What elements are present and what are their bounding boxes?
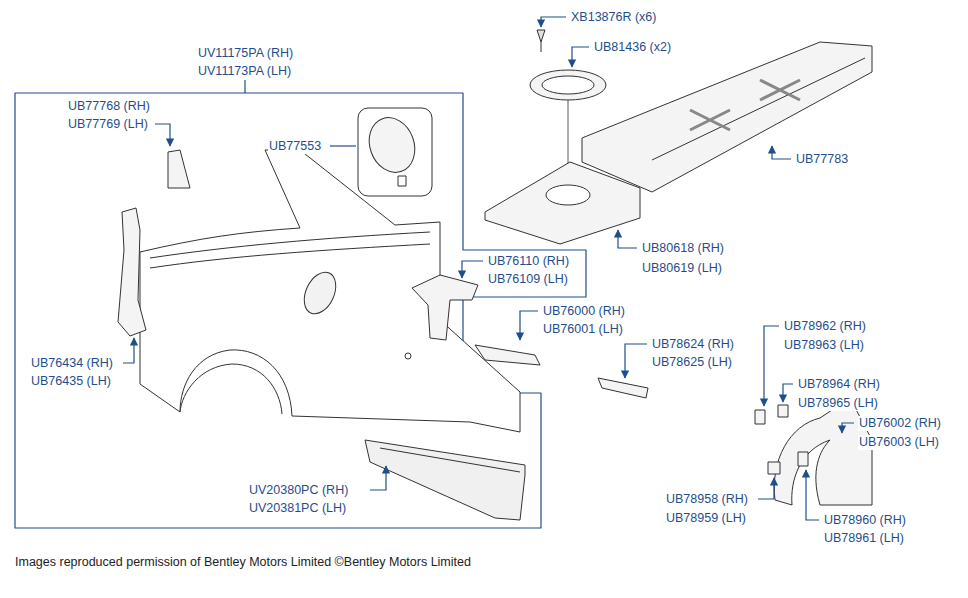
callout-number: XB13876R (x6) xyxy=(570,10,657,25)
callout-number: UB76002 (RH) xyxy=(858,416,942,431)
callout-number: UB78965 (LH) xyxy=(797,396,879,411)
callout-number: UB77769 (LH) xyxy=(67,117,149,132)
callout-number: UB80619 (LH) xyxy=(641,261,723,276)
callout-number: UB78625 (LH) xyxy=(651,355,733,370)
callout-number: UB78959 (LH) xyxy=(665,511,747,526)
callout-number: UV11175PA (RH) xyxy=(197,46,294,61)
callout-number: UB81436 (x2) xyxy=(593,40,672,55)
callout-number: UB76435 (LH) xyxy=(30,374,112,389)
callout-number: UB76000 (RH) xyxy=(542,304,626,319)
callout-number: UB77768 (RH) xyxy=(67,99,151,114)
callout-number: UB76001 (LH) xyxy=(542,322,624,337)
callout-number: UV11173PA (LH) xyxy=(197,64,292,79)
callout-number: UB78958 (RH) xyxy=(665,492,749,507)
callout-number: UB78624 (RH) xyxy=(651,337,735,352)
callout-number: UB76434 (RH) xyxy=(30,356,114,371)
callout-number: UB78963 (LH) xyxy=(783,338,865,353)
callout-number: UB76109 (LH) xyxy=(487,272,569,287)
copyright-caption: Images reproduced permission of Bentley … xyxy=(15,555,471,570)
callout-number: UB77783 xyxy=(795,152,849,167)
callout-number: UB76003 (LH) xyxy=(858,435,940,450)
callout-number: UB80618 (RH) xyxy=(641,241,725,256)
callout-number: UB78964 (RH) xyxy=(797,377,881,392)
group-outline xyxy=(15,93,586,528)
callout-number: UB76110 (RH) xyxy=(487,254,570,269)
callout-number: UV20380PC (RH) xyxy=(248,483,349,498)
leader-lines xyxy=(123,17,854,520)
callout-number: UB77553 xyxy=(268,139,322,154)
callout-number: UB78960 (RH) xyxy=(823,513,907,528)
callout-number: UV20381PC (LH) xyxy=(248,501,347,516)
callout-number: UB78962 (RH) xyxy=(783,319,867,334)
callout-number: UB78961 (LH) xyxy=(823,531,905,546)
